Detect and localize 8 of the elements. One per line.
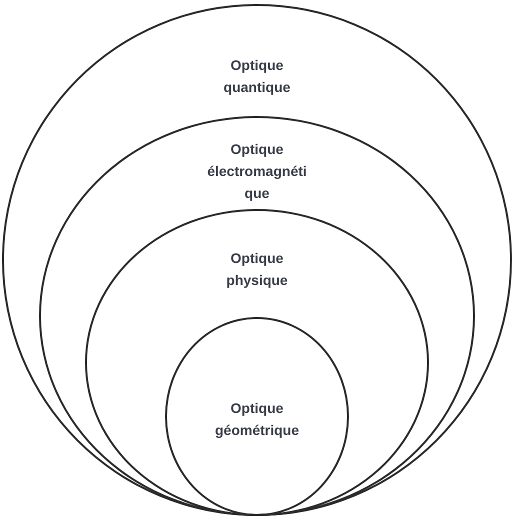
- nested-circle: [85, 209, 429, 516]
- circle-label: Optique électromagnétique: [207, 140, 307, 203]
- nested-circle: [39, 116, 475, 516]
- circle-label: Optique géométrique: [214, 399, 300, 440]
- nested-circle: [2, 4, 512, 516]
- circle-label: Optique quantique: [222, 56, 292, 97]
- circle-label: Optique physique: [225, 249, 289, 290]
- nested-circle: [165, 317, 349, 516]
